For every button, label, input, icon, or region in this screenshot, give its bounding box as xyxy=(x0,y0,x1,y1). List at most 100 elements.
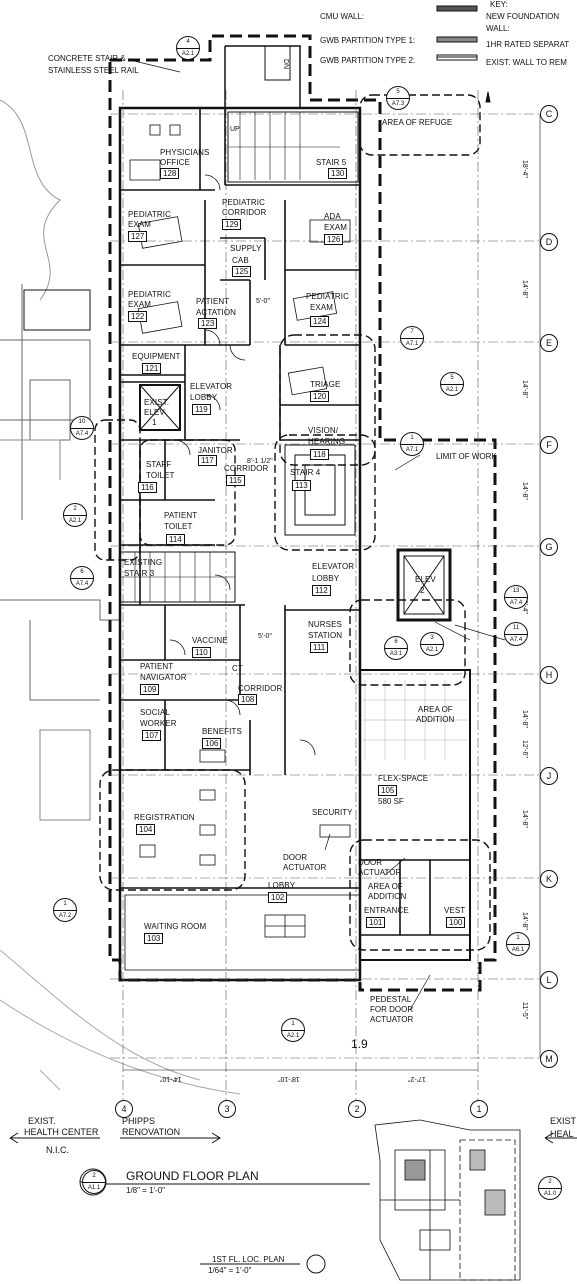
room-103-name: WAITING ROOM xyxy=(144,922,207,931)
dim-row-l-m: 11'-5" xyxy=(521,1002,528,1020)
note-door-actuator-2b: ACTUATOR xyxy=(358,868,402,877)
grid-row-f: F xyxy=(540,436,558,454)
room-107-number: 107 xyxy=(142,730,162,741)
note-area-addition-3: AREA OF xyxy=(368,882,403,891)
grid-row-d: D xyxy=(540,233,558,251)
room-105-number: 105 xyxy=(378,785,398,796)
room-114-name2: TOILET xyxy=(164,522,193,531)
room-130-name: STAIR 5 xyxy=(316,158,347,167)
grid-row-m: M xyxy=(540,1050,558,1068)
section-num: 1 xyxy=(401,433,423,445)
room-118-name2: HEARING xyxy=(308,437,346,446)
note-door-actuator-1b: ACTUATOR xyxy=(283,863,327,872)
note-door-actuator-1a: DOOR xyxy=(283,853,307,862)
note-up: UP xyxy=(230,126,240,133)
loc-num: 2 xyxy=(539,1177,561,1189)
key-rated-separation: 1HR RATED SEPARAT xyxy=(486,40,570,49)
room-112-name2: LOBBY xyxy=(312,574,340,583)
room-106-name: BENEFITS xyxy=(202,727,242,736)
room-stair3-name2: STAIR 3 xyxy=(124,569,155,578)
bottom-exist-label: EXIST. xyxy=(28,1116,56,1126)
grid-col-4: 4 xyxy=(115,1100,133,1118)
room-112-name: ELEVATOR xyxy=(312,562,355,571)
room-119-name2: LOBBY xyxy=(190,393,218,402)
room-108-name: CORRIDOR xyxy=(238,684,283,693)
room-125-name2: CAB xyxy=(232,256,249,265)
section-sheet: A2.1 xyxy=(425,647,439,653)
section-num: 13 xyxy=(505,586,527,598)
dim-row-h-j: 14'-8" xyxy=(521,710,528,728)
room-elev2-number: 2 xyxy=(420,586,425,595)
room-124-number: 124 xyxy=(310,316,330,327)
room-elev1-number: 1 xyxy=(152,418,157,427)
room-128-number: 128 xyxy=(160,168,180,179)
note-area-addition-2: ADDITION xyxy=(416,715,455,724)
drawing-num: 2 xyxy=(83,1171,105,1183)
room-126-name2: EXAM xyxy=(324,223,348,232)
section-sheet: A6.1 xyxy=(511,947,525,953)
room-116-name2: TOILET xyxy=(146,471,175,480)
room-112-number: 112 xyxy=(312,585,331,596)
room-elev1-name: EXIST. xyxy=(144,398,170,407)
room-110-name: VACCINE xyxy=(192,636,228,645)
room-107-name: SOCIAL xyxy=(140,708,170,717)
room-127-name2: EXAM xyxy=(128,220,152,229)
section-sheet: A7.4 xyxy=(509,600,523,606)
room-108-number: 108 xyxy=(238,694,258,705)
key-new-foundation: NEW FOUNDATION xyxy=(486,12,560,21)
grid-col-3: 3 xyxy=(218,1100,236,1118)
dim-row-j-k: 14'-8" xyxy=(521,810,528,828)
room-121-name: EQUIPMENT xyxy=(132,352,181,361)
room-104-number: 104 xyxy=(136,824,156,835)
grid-row-c: C xyxy=(540,105,558,123)
room-130-number: 130 xyxy=(328,168,348,179)
room-120-number: 120 xyxy=(310,391,330,402)
room-123-number: 123 xyxy=(198,318,218,329)
key-heading: KEY: xyxy=(490,0,508,9)
room-119-number: 119 xyxy=(192,404,211,415)
section-sheet: A2.1 xyxy=(181,51,195,57)
room-128-name2: OFFICE xyxy=(160,158,190,167)
grid-row-k: K xyxy=(540,870,558,888)
room-110-number: 110 xyxy=(192,647,211,658)
grid-row-g: G xyxy=(540,538,558,556)
bottom-renovation: RENOVATION xyxy=(122,1127,181,1137)
section-sheet: A3.1 xyxy=(389,651,403,657)
section-sheet: A2.1 xyxy=(445,387,459,393)
loc-sheet: A1.0 xyxy=(543,1191,557,1197)
room-127-name: PEDIATRIC xyxy=(128,210,171,219)
room-123-name: PATIENT xyxy=(196,297,230,306)
section-num: 2 xyxy=(64,504,86,516)
room-111-name: NURSES xyxy=(308,620,342,629)
room-123-name2: ACTATION xyxy=(196,308,237,317)
room-103-number: 103 xyxy=(144,933,164,944)
grid-row-e: E xyxy=(540,334,558,352)
room-109-name2: NAVIGATOR xyxy=(140,673,187,682)
room-126-name: ADA xyxy=(324,212,341,221)
room-129-name: PEDIATRIC xyxy=(222,198,265,207)
dim-row-j-adj: 12'-6" xyxy=(521,740,528,758)
room-122-number: 122 xyxy=(128,311,148,322)
note-flex-area: 580 SF xyxy=(378,797,404,806)
drawing-scale: 1/8" = 1'-0" xyxy=(126,1186,166,1195)
section-num: 1 xyxy=(282,1019,304,1031)
room-122-name: PEDIATRIC xyxy=(128,290,171,299)
note-limit-of-work: LIMIT OF WORK xyxy=(436,452,497,461)
room-ct-name: CT xyxy=(232,664,243,673)
room-114-name: PATIENT xyxy=(164,511,198,520)
dim-row-k-l: 14'-8" xyxy=(521,912,528,930)
room-115-number: 115 xyxy=(226,475,245,486)
location-plan-scale: 1/64" = 1'-0" xyxy=(208,1266,252,1275)
room-stair3-name: EXISTING xyxy=(124,558,163,567)
section-sheet: A7.1 xyxy=(405,341,419,347)
room-102-number: 102 xyxy=(268,892,288,903)
section-num: 6 xyxy=(71,567,93,579)
